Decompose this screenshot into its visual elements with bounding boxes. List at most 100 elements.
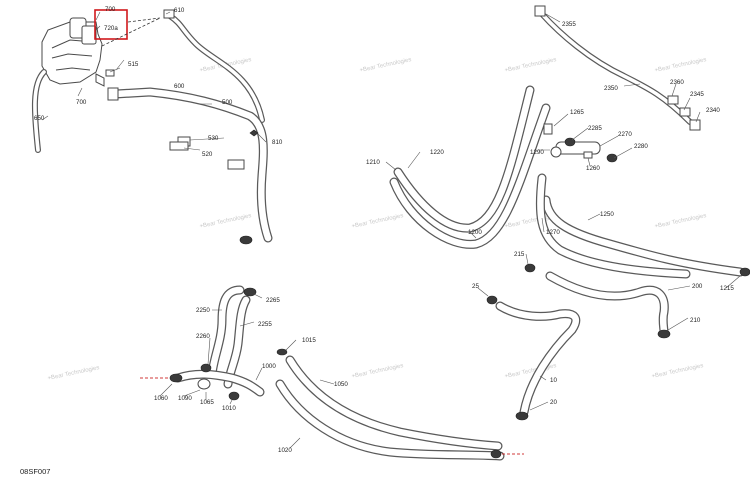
callout-1220: 1220 bbox=[430, 149, 444, 156]
callout-650: 650 bbox=[34, 115, 45, 122]
fitting-1265 bbox=[543, 123, 553, 135]
clamp-1060 bbox=[169, 373, 183, 383]
clamp-2280 bbox=[606, 153, 618, 163]
leader-lines bbox=[41, 11, 741, 449]
callout-25: 25 bbox=[472, 283, 479, 290]
clamp-2260 bbox=[200, 363, 212, 373]
callout-2350: 2350 bbox=[604, 85, 618, 92]
watermark: +Bear Technologies bbox=[654, 57, 707, 74]
callout-1265: 1265 bbox=[570, 109, 584, 116]
watermark: +Bear Technologies bbox=[359, 57, 412, 74]
watermark: +Bear Technologies bbox=[504, 57, 557, 74]
callout-1065: 1065 bbox=[200, 399, 214, 406]
watermark: +Bear Technologies bbox=[199, 213, 252, 230]
callout-700: 700 bbox=[105, 6, 116, 13]
diagram-id: 08SF007 bbox=[20, 467, 50, 476]
callout-1250: 1250 bbox=[600, 211, 614, 218]
upper-right-hose-group bbox=[534, 5, 701, 131]
lower-right-hose-group bbox=[486, 271, 671, 421]
callout-1060: 1060 bbox=[154, 395, 168, 402]
callout-20: 20 bbox=[550, 399, 557, 406]
clamp-2345 bbox=[679, 107, 691, 117]
hose-10 bbox=[495, 301, 581, 417]
callout-1015: 1015 bbox=[302, 337, 316, 344]
upper-hose-group bbox=[105, 9, 273, 245]
callout-515: 515 bbox=[128, 61, 139, 68]
clamp-20 bbox=[515, 411, 529, 421]
highlight-box-720a bbox=[94, 9, 128, 40]
clamp-bracket bbox=[227, 159, 245, 170]
fastener-810 bbox=[249, 129, 259, 137]
callout-720a: 720a bbox=[104, 25, 118, 32]
callout-2340: 2340 bbox=[706, 107, 720, 114]
callout-2260: 2260 bbox=[196, 333, 210, 340]
callout-labels: 700 720a 610 515 600 700 650 500 530 810… bbox=[34, 6, 734, 454]
assembly-dash-line bbox=[101, 17, 161, 47]
clamp-210 bbox=[657, 329, 671, 339]
fitting-1290 bbox=[550, 146, 562, 158]
callout-1000: 1000 bbox=[262, 363, 276, 370]
callout-2355: 2355 bbox=[562, 21, 576, 28]
callout-2250: 2250 bbox=[196, 307, 210, 314]
reservoir-sensor bbox=[81, 25, 97, 45]
clamp-2265 bbox=[243, 287, 257, 297]
fitting-1260 bbox=[583, 151, 593, 159]
gasket-515 bbox=[105, 69, 115, 77]
clamp-215 bbox=[524, 263, 536, 273]
callout-1050: 1050 bbox=[334, 381, 348, 388]
clamp-bracket-520 bbox=[169, 141, 189, 151]
callout-1020: 1020 bbox=[278, 447, 292, 454]
callout-2255: 2255 bbox=[258, 321, 272, 328]
callout-520: 520 bbox=[202, 151, 213, 158]
watermark: +Bear Technologies bbox=[47, 365, 100, 382]
watermark: +Bear Technologies bbox=[351, 213, 404, 230]
callout-2285: 2285 bbox=[588, 125, 602, 132]
callout-1200: 1200 bbox=[468, 229, 482, 236]
callout-1010: 1010 bbox=[222, 405, 236, 412]
callout-1270: 1270 bbox=[546, 229, 560, 236]
callout-210: 210 bbox=[690, 317, 701, 324]
callout-1290: 1290 bbox=[530, 149, 544, 156]
callout-2280: 2280 bbox=[634, 143, 648, 150]
hose-clamp bbox=[239, 235, 253, 245]
callout-810: 810 bbox=[272, 139, 283, 146]
callout-530: 530 bbox=[208, 135, 219, 142]
callout-2345: 2345 bbox=[690, 91, 704, 98]
callout-600: 600 bbox=[174, 83, 185, 90]
coolant-reservoir-group bbox=[31, 9, 161, 153]
fitting-2340 bbox=[689, 119, 701, 131]
watermark: +Bear Technologies bbox=[654, 213, 707, 230]
hose-fitting bbox=[107, 87, 119, 101]
callout-1210: 1210 bbox=[366, 159, 380, 166]
callout-2270: 2270 bbox=[618, 131, 632, 138]
callout-1090: 1090 bbox=[178, 395, 192, 402]
watermarks: +Bear Technologies +Bear Technologies +B… bbox=[47, 57, 707, 382]
center-right-hose-group bbox=[389, 85, 750, 279]
callout-2360: 2360 bbox=[670, 79, 684, 86]
lower-left-hose-group bbox=[140, 285, 288, 401]
clamp-1010 bbox=[228, 391, 240, 401]
callout-1260: 1260 bbox=[586, 165, 600, 172]
callout-2265: 2265 bbox=[266, 297, 280, 304]
clamp-2360 bbox=[667, 95, 679, 105]
reservoir-outlet bbox=[95, 73, 105, 87]
callout-215: 215 bbox=[514, 251, 525, 258]
clamp-2355 bbox=[534, 5, 546, 17]
hose-2270 bbox=[555, 141, 601, 155]
clamp-25 bbox=[486, 295, 498, 305]
clamp-1215 bbox=[739, 267, 750, 277]
clamp-bottom bbox=[490, 449, 502, 459]
watermark: +Bear Technologies bbox=[351, 363, 404, 380]
callout-1215: 1215 bbox=[720, 285, 734, 292]
clamp-1015 bbox=[276, 348, 288, 356]
fitting-610 bbox=[163, 9, 175, 19]
watermark: +Bear Technologies bbox=[651, 363, 704, 380]
callout-10: 10 bbox=[550, 377, 557, 384]
fitting-1090 bbox=[197, 378, 211, 390]
callout-700b: 700 bbox=[76, 99, 87, 106]
callout-200: 200 bbox=[692, 283, 703, 290]
callout-500: 500 bbox=[222, 99, 233, 106]
callout-610: 610 bbox=[174, 7, 185, 14]
